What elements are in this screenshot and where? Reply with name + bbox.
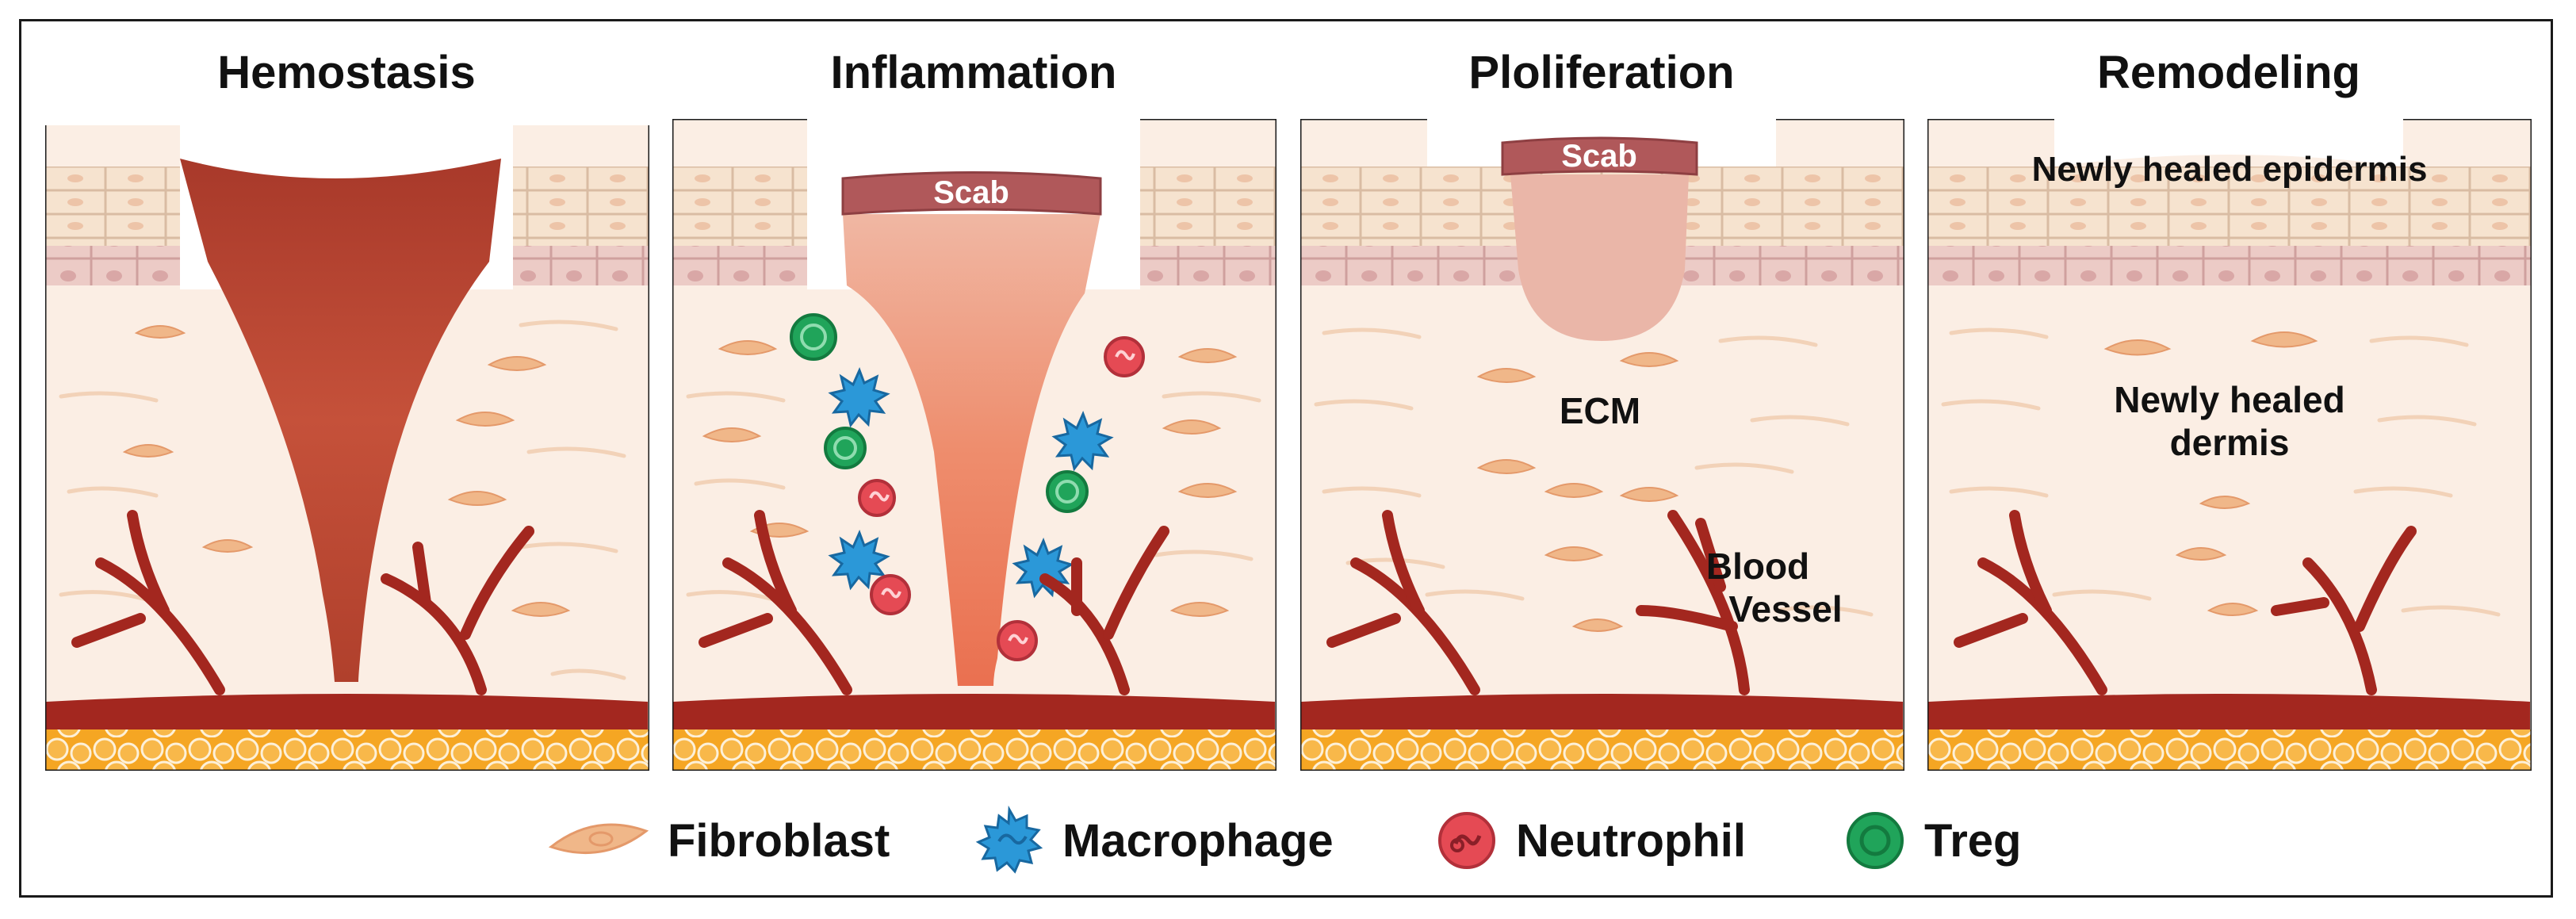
legend-label-neutrophil: Neutrophil xyxy=(1516,814,1746,867)
legend-item-fibroblast: Fibroblast xyxy=(547,801,890,880)
fibroblast-icon xyxy=(548,823,649,855)
macrophage-cells xyxy=(828,367,1114,599)
panel-title-hemostasis: Hemostasis xyxy=(217,47,476,98)
panel-title-inflammation: Inflammation xyxy=(830,47,1117,98)
fat-layer xyxy=(1928,729,2531,770)
remodeling-panel: Newly healed epidermis Newly healed derm… xyxy=(1927,119,2532,771)
epidermis-layer xyxy=(1928,167,2531,254)
fibroblast-cells xyxy=(702,340,1238,617)
dermis-label-line2: dermis xyxy=(2170,422,2290,463)
dermis-label-line1: Newly healed xyxy=(2114,379,2344,420)
fibroblast-cells xyxy=(2103,331,2318,616)
ecm-label: ECM xyxy=(1560,390,1640,431)
wound-bed xyxy=(843,214,1100,686)
blood-vessels xyxy=(71,510,534,695)
main-blood-vessel xyxy=(46,694,648,729)
scab xyxy=(1501,136,1698,176)
treg-cells xyxy=(790,313,1089,513)
proliferation-panel: Scab ECM Blood Vessel xyxy=(1300,119,1904,771)
ecm-fibers xyxy=(1941,327,2501,617)
blood-vessel-label-line1: Blood xyxy=(1706,546,1809,587)
neutrophil-icon xyxy=(1438,812,1495,869)
inflammation-panel: Scab xyxy=(672,119,1277,771)
legend-item-neutrophil: Neutrophil xyxy=(1435,801,1746,880)
blood-clot xyxy=(180,159,501,682)
fibroblast-cells xyxy=(122,325,571,617)
fat-layer xyxy=(1301,729,1904,770)
blood-vessel-label-line2: Vessel xyxy=(1728,588,1842,630)
healing-wound xyxy=(1510,174,1689,341)
blood-vessels xyxy=(699,510,1169,695)
panel-title-proliferation: Ploliferation xyxy=(1468,47,1735,98)
panel-title-remodeling: Remodeling xyxy=(2097,47,2360,98)
fibroblast-cells xyxy=(1476,352,1679,632)
main-blood-vessel xyxy=(1928,694,2530,729)
legend-label-treg: Treg xyxy=(1924,814,2022,867)
treg-icon xyxy=(1847,812,1904,869)
main-blood-vessel xyxy=(673,694,1275,729)
blood-vessels xyxy=(1954,510,2417,695)
fat-layer xyxy=(46,729,649,770)
basal-layer xyxy=(1928,246,2531,285)
ecm-fibers xyxy=(59,320,626,680)
scab-label: Scab xyxy=(1561,139,1637,174)
legend-item-macrophage: Macrophage xyxy=(974,801,1334,880)
epidermis-label: Newly healed epidermis xyxy=(2032,150,2428,189)
legend-label-macrophage: Macrophage xyxy=(1062,814,1334,867)
hemostasis-panel xyxy=(45,119,649,771)
legend-item-treg: Treg xyxy=(1843,801,2022,880)
neutrophil-cells xyxy=(858,336,1145,661)
blood-vessels xyxy=(1326,510,1750,695)
macrophage-icon xyxy=(975,805,1043,874)
legend: Fibroblast Macrophage Neutrophil Treg xyxy=(0,801,2576,880)
fat-layer xyxy=(673,729,1276,770)
scab xyxy=(841,171,1102,216)
legend-label-fibroblast: Fibroblast xyxy=(668,814,890,867)
scab-label: Scab xyxy=(933,175,1009,210)
main-blood-vessel xyxy=(1301,694,1903,729)
